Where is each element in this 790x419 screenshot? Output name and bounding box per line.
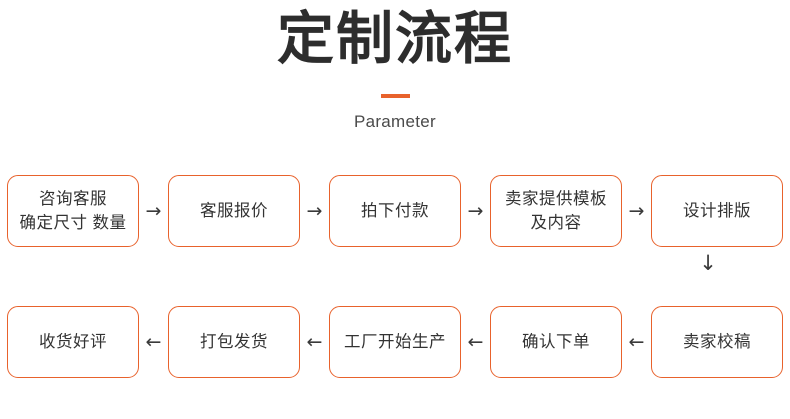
flow-step-box: 卖家校稿 bbox=[651, 306, 783, 378]
page-title: 定制流程 bbox=[277, 7, 513, 71]
flow-step-label: 客服报价 bbox=[200, 202, 268, 220]
flow-step-box: 拍下付款 bbox=[329, 175, 461, 247]
arrow-left-icon: ← bbox=[628, 330, 645, 353]
flow-step-label: 打包发货 bbox=[200, 333, 268, 351]
arrow-right-icon: → bbox=[628, 199, 645, 222]
page-header: 定制流程 Parameter bbox=[0, 0, 790, 132]
flow-step-label: 设计排版 bbox=[683, 202, 751, 220]
flow-step-box: 设计排版 bbox=[651, 175, 783, 247]
flow-step-box: 卖家提供模板 及内容 bbox=[490, 175, 622, 247]
arrow-left-icon: ← bbox=[145, 330, 162, 353]
arrow-right-icon: → bbox=[467, 199, 484, 222]
page-subtitle: Parameter bbox=[353, 112, 437, 131]
flow-step-label: 收货好评 bbox=[39, 333, 107, 351]
flow-step-label: 工厂开始生产 bbox=[344, 333, 446, 351]
arrow-left-icon: ← bbox=[306, 330, 323, 353]
flow-step-box: 客服报价 bbox=[168, 175, 300, 247]
flow-step-label: 卖家校稿 bbox=[683, 333, 751, 351]
arrow-left-icon: ← bbox=[467, 330, 484, 353]
flow-step-label: 确认下单 bbox=[522, 333, 590, 351]
flow-step-label: 咨询客服 确定尺寸 数量 bbox=[19, 190, 127, 232]
flow-step-box: 工厂开始生产 bbox=[329, 306, 461, 378]
flow-step-label: 卖家提供模板 及内容 bbox=[505, 190, 607, 232]
flow-step-box: 打包发货 bbox=[168, 306, 300, 378]
flow-step-box: 收货好评 bbox=[7, 306, 139, 378]
arrow-right-icon: → bbox=[145, 199, 162, 222]
flow-step-label: 拍下付款 bbox=[361, 202, 429, 220]
flow-row-1: 咨询客服 确定尺寸 数量 → 客服报价 → 拍下付款 → 卖家提供模板 及内容 … bbox=[0, 175, 790, 247]
arrow-down-icon: ↓ bbox=[699, 251, 717, 275]
process-flow-diagram: 咨询客服 确定尺寸 数量 → 客服报价 → 拍下付款 → 卖家提供模板 及内容 … bbox=[0, 175, 790, 378]
title-divider bbox=[380, 94, 410, 98]
flow-step-box: 确认下单 bbox=[490, 306, 622, 378]
flow-step-box: 咨询客服 确定尺寸 数量 bbox=[7, 175, 139, 247]
flow-row-2: 收货好评 ← 打包发货 ← 工厂开始生产 ← 确认下单 ← 卖家校稿 bbox=[0, 306, 790, 378]
arrow-right-icon: → bbox=[306, 199, 323, 222]
